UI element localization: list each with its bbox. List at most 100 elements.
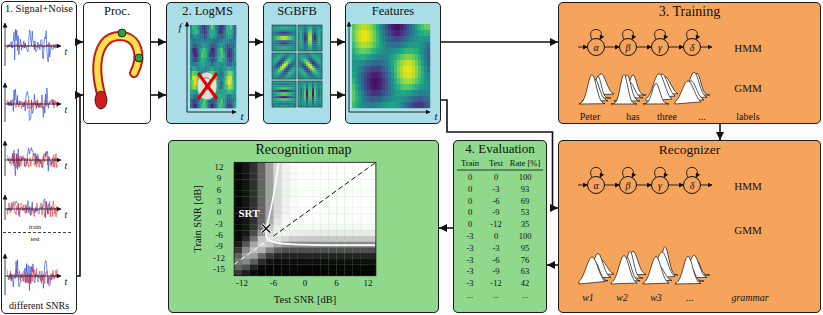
spectrogram-cell	[228, 25, 230, 30]
filter-cell	[276, 38, 278, 40]
spectrogram-cell	[234, 62, 236, 67]
feature-cell	[424, 30, 427, 36]
spectrogram-cell	[215, 43, 217, 48]
feature-cell	[364, 102, 367, 108]
filter-cell	[286, 68, 288, 70]
spectrogram-cell	[225, 25, 227, 30]
filter-cell	[290, 83, 292, 85]
feature-cell	[352, 36, 355, 42]
feature-cell	[391, 102, 394, 108]
heatmap-cell	[337, 168, 345, 174]
spectrogram-cell	[225, 48, 227, 53]
feature-cell	[415, 54, 418, 60]
feature-cell	[400, 102, 403, 108]
spectrogram-cell	[209, 34, 211, 39]
spectrogram-cell	[200, 103, 202, 108]
filter-cell	[308, 36, 310, 38]
feature-cell	[376, 30, 379, 36]
spectrogram-cell	[223, 25, 225, 30]
feature-cell	[373, 24, 376, 30]
feature-cell	[412, 36, 415, 42]
filter-cell	[316, 32, 318, 34]
filter-cell	[292, 40, 294, 42]
filter-cell	[306, 94, 308, 96]
filter-cell	[314, 55, 316, 57]
filter-cell	[298, 75, 300, 77]
spectrogram-cell	[223, 57, 225, 62]
filter-cell	[306, 73, 308, 75]
filter-cell	[318, 75, 320, 77]
spectrogram-cell	[232, 71, 234, 76]
feature-cell	[367, 36, 370, 42]
filter-frame	[298, 25, 322, 51]
feature-cell	[400, 96, 403, 102]
filter-cell	[280, 55, 282, 57]
spectrogram-cell	[221, 80, 223, 85]
feature-cell	[415, 60, 418, 66]
filter-cell	[272, 38, 274, 40]
spectrogram-cell	[190, 85, 192, 90]
filter-cell	[302, 66, 304, 68]
feature-cell	[412, 66, 415, 72]
heatmap-cell	[321, 185, 329, 191]
filter-cell	[314, 53, 316, 55]
filter-cell	[306, 92, 308, 94]
filter-cell	[272, 101, 274, 103]
box-fill	[345, 2, 441, 124]
filter-cell	[288, 98, 290, 100]
filter-cell	[300, 64, 302, 66]
spectrogram-cell	[203, 43, 205, 48]
spectrogram-cell	[198, 57, 200, 62]
filter-cell	[310, 27, 312, 29]
heatmap-cell	[368, 208, 376, 214]
heatmap-cell	[234, 219, 242, 225]
spectrogram-cell	[221, 34, 223, 39]
filter-cell	[276, 101, 278, 103]
filter-bank	[272, 25, 322, 107]
feature-cell	[364, 72, 367, 78]
heatmap-cell	[368, 168, 376, 174]
filter-cell	[286, 88, 288, 90]
heatmap-cell	[321, 202, 329, 208]
filter-cell	[300, 45, 302, 47]
feature-cell	[364, 24, 367, 30]
feature-cell	[379, 78, 382, 84]
filter-cell	[278, 98, 280, 100]
filter-cell	[308, 81, 310, 83]
feature-cell	[400, 54, 403, 60]
spectrogram-cell	[225, 43, 227, 48]
filter-cell	[286, 53, 288, 55]
spectrogram-cell	[194, 43, 196, 48]
spectrogram-cell	[194, 25, 196, 30]
heatmap-cell	[329, 213, 337, 219]
feature-cell	[397, 48, 400, 54]
spectrogram-cell	[215, 34, 217, 39]
feature-cell	[370, 24, 373, 30]
feature-cell	[391, 60, 394, 66]
filter-cell	[310, 103, 312, 105]
heatmap-cell	[344, 162, 352, 168]
feature-cell	[421, 78, 424, 84]
filter-cell	[302, 81, 304, 83]
spectrogram-cell	[225, 90, 227, 95]
filter-cell	[284, 96, 286, 98]
filter-cell	[304, 75, 306, 77]
filter-cell	[310, 92, 312, 94]
spectrogram-cell	[203, 48, 205, 53]
filter-cell	[306, 96, 308, 98]
heatmap-cell	[313, 179, 321, 185]
spectrogram-cell	[194, 34, 196, 39]
filter-cell	[308, 94, 310, 96]
heatmap-cell	[242, 196, 250, 202]
spectrogram-cell	[219, 62, 221, 67]
filter-cell	[288, 57, 290, 59]
spectrogram-cell	[190, 67, 192, 72]
feature-cell	[421, 72, 424, 78]
filter-cell	[280, 103, 282, 105]
heatmap-cell	[281, 230, 289, 236]
feature-cell	[403, 36, 406, 42]
filter-cell	[280, 57, 282, 59]
transition	[637, 185, 652, 186]
heatmap-cell	[329, 219, 337, 225]
spectrogram-cell	[192, 94, 194, 99]
